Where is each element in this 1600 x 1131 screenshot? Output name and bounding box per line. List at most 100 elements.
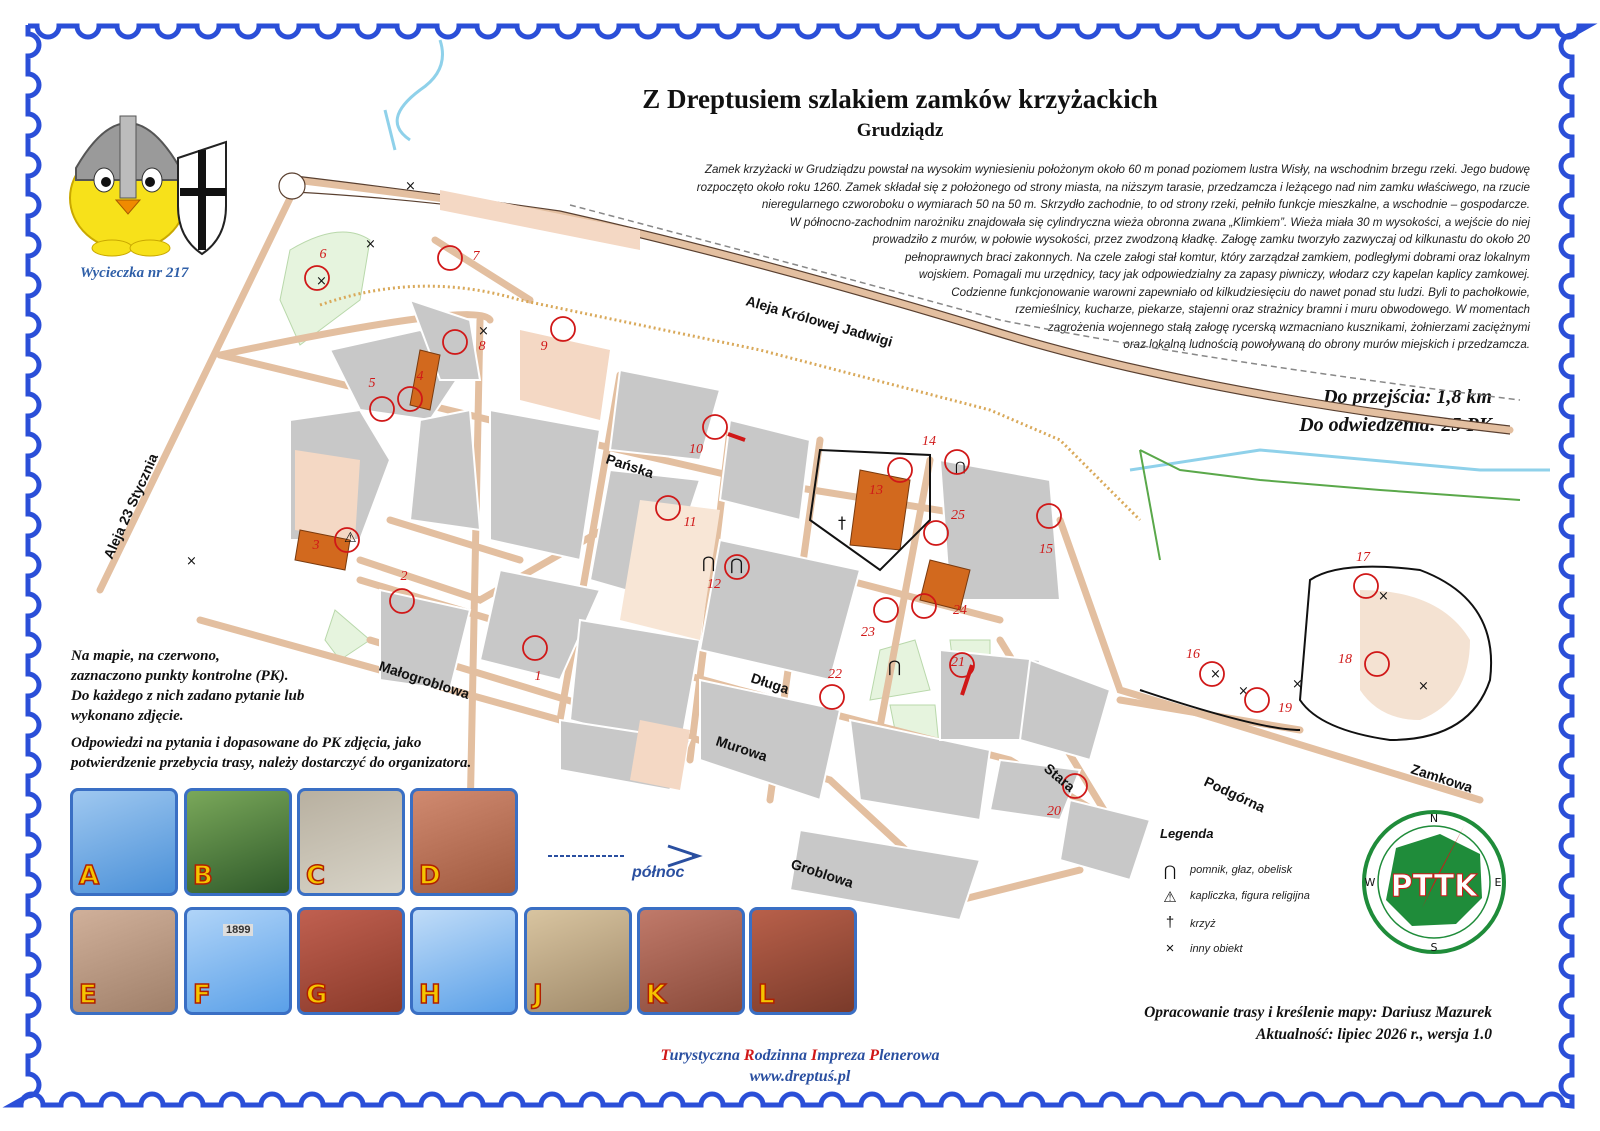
street-podgorna: Podgórna [1202, 773, 1268, 815]
trip-number: Wycieczka nr 217 [80, 265, 189, 281]
street-aleja-stycznia: Aleja 23 Stycznia [100, 451, 161, 561]
castle-description: Zamek krzyżacki w Grudziądzu powstał na … [520, 161, 1530, 354]
compass-s: S [1431, 941, 1438, 954]
photo-tile-c: C [297, 788, 405, 896]
checkpoint-20-circle [1062, 773, 1088, 799]
checkpoint-15-circle [1036, 503, 1062, 529]
legend-item-cross: krzyż [1190, 918, 1216, 930]
legend-item-chapel: kapliczka, figura religijna [1190, 890, 1310, 902]
checkpoint-6-circle [304, 265, 330, 291]
churches [294, 349, 971, 611]
footer-word-initial: I [811, 1047, 818, 1064]
photo-tile-l: L [749, 907, 857, 1015]
svg-text:×: × [1292, 677, 1303, 692]
castle-area [808, 448, 1493, 742]
checkpoint-11-circle [655, 495, 681, 521]
city-wall-line [319, 284, 1142, 522]
footer-word-initial: R [743, 1047, 755, 1064]
light-plazas [295, 190, 720, 790]
description-line: Codzienne funkcjonowanie warowni zapewni… [951, 285, 1530, 299]
water-streams [383, 39, 1550, 472]
description-line: Zamek krzyżacki w Grudziądzu powstał na … [704, 163, 1530, 176]
svg-text:×: × [1378, 589, 1389, 604]
legend-item-monument: pomnik, głaz, obelisk [1190, 864, 1293, 876]
street-aleja-jadwigi: Aleja Królowej Jadwigi [744, 293, 894, 350]
photo-letter: G [305, 979, 328, 1011]
svg-text:×: × [1238, 684, 1249, 699]
checkpoint-21-label: 21 [951, 655, 965, 670]
checkpoint-24-circle [911, 593, 937, 619]
checkpoint-10-label: 10 [689, 442, 703, 457]
chapel-icon: ⚠ [1163, 889, 1177, 906]
photo-tile-j: J [524, 907, 632, 1015]
checkpoint-23-label: 23 [861, 625, 875, 640]
svg-text:×: × [1418, 679, 1429, 694]
svg-text:×: × [405, 179, 416, 194]
footer-word-initial: T [660, 1047, 670, 1064]
checkpoint-13-circle [887, 457, 913, 483]
footer-word-rest: urystyczna [669, 1047, 744, 1064]
checkpoint-7-label: 7 [473, 249, 481, 264]
pttk-logo: PTTK N E S W [1362, 810, 1506, 954]
svg-text:⚠: ⚠ [344, 530, 357, 546]
answers-note: Odpowiedzi na pytania i dopasowane do PK… [71, 733, 631, 773]
other-object-icon: × [1165, 940, 1175, 957]
svg-text:†: † [838, 513, 846, 532]
checkpoint-3-circle [334, 527, 360, 553]
photo-tile-k: K [637, 907, 745, 1015]
checkpoint-9-label: 9 [541, 339, 548, 354]
building-blocks [289, 298, 1152, 922]
description-line: rozpoczęto około roku 1260. Zamek składa… [696, 180, 1530, 194]
checkpoint-19-circle [1244, 687, 1270, 713]
note-line: Odpowiedzi na pytania i dopasowane do PK… [71, 735, 422, 751]
checkpoint-16-label: 16 [1186, 647, 1200, 662]
compass-n: N [1430, 812, 1438, 825]
footer-website[interactable]: www.dreptuś.pl [749, 1068, 851, 1085]
description-line: zagrożenia wojennego stałą załogę rycers… [1047, 320, 1530, 334]
photo-tile-b: B [184, 788, 292, 896]
checkpoint-8-circle [442, 329, 468, 355]
photo-tile-a: A [70, 788, 178, 896]
checkpoint-14-circle [944, 449, 970, 475]
checkpoint-11-label: 11 [684, 515, 697, 530]
svg-text:⋂: ⋂ [888, 657, 901, 676]
description-line: pełnoprawnych braci zakonnych. Na czele … [904, 250, 1530, 264]
checkpoint-25-circle [923, 520, 949, 546]
photo-tile-h: H [410, 907, 518, 1015]
description-line: W północno-zachodnim narożniku znajdował… [789, 215, 1530, 229]
photo-letter: H [418, 979, 441, 1011]
svg-text:×: × [1210, 667, 1221, 682]
checkpoint-23-circle [873, 597, 899, 623]
checkpoint-5-circle [369, 396, 395, 422]
checkpoint-14-label: 14 [922, 434, 936, 449]
checkpoint-7-circle [437, 245, 463, 271]
checkpoint-17-circle [1353, 573, 1379, 599]
svg-text:×: × [478, 324, 489, 339]
checkpoint-22-label: 22 [828, 667, 842, 682]
checkpoint-8-label: 8 [479, 339, 486, 354]
photo-letter: J [532, 979, 543, 1011]
checkpoint-6-label: 6 [320, 247, 327, 262]
photo-letter: K [645, 979, 667, 1011]
photo-letter: L [757, 979, 775, 1011]
description-line: wojskiem. Pomagali mu urzędnicy, tacy ja… [918, 268, 1530, 281]
checkpoint-22-circle [819, 684, 845, 710]
photo-letter: C [305, 860, 326, 892]
tram-line [569, 204, 1521, 401]
page-title: Z Dreptusiem szlakiem zamków krzyżackich [642, 84, 1158, 114]
checkpoint-21-circle [949, 652, 975, 678]
checkpoint-19-label: 19 [1278, 701, 1292, 716]
checkpoint-12-label: 12 [707, 577, 721, 592]
checkpoint-15-label: 15 [1039, 542, 1053, 557]
compass-w: W [1365, 876, 1376, 889]
checkpoint-4-circle [397, 386, 423, 412]
checkpoint-18-label: 18 [1338, 652, 1352, 667]
legend-item-other: inny obiekt [1190, 943, 1243, 955]
green-river-bank [1139, 449, 1521, 561]
checkpoint-9-circle [550, 316, 576, 342]
checkpoint-24-label: 24 [953, 603, 967, 618]
map-symbols: × × × × × × × × × × † ⋂ ⋂ ⋂ ⋂ ⚠ [186, 179, 1429, 699]
credit-author: Opracowanie trasy i kreślenie mapy: Dari… [1144, 1004, 1492, 1021]
